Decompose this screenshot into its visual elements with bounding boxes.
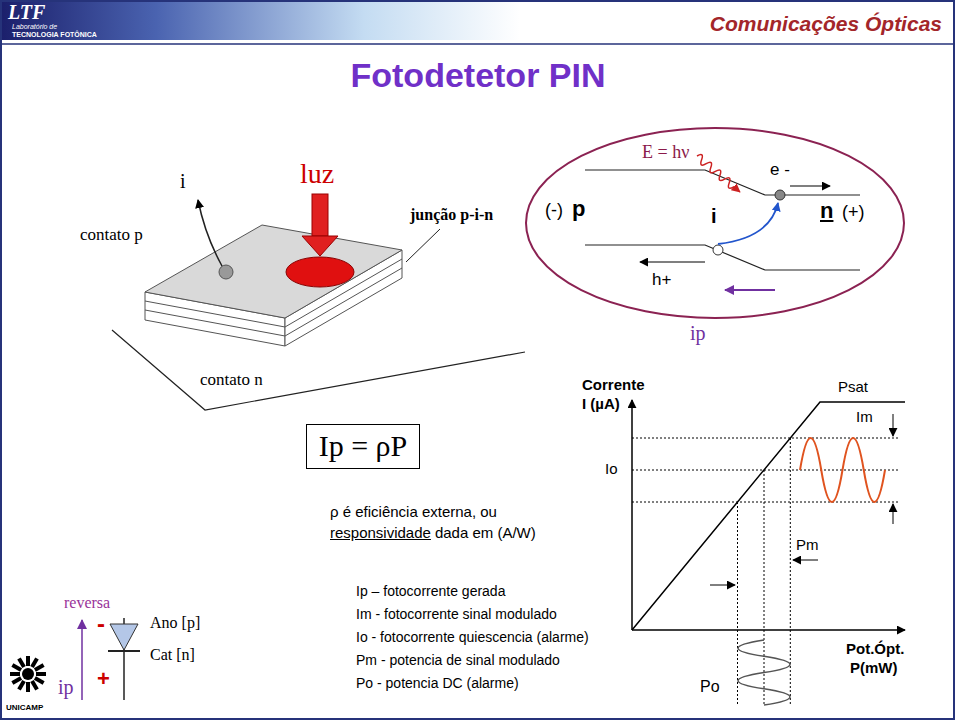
signal-label: Po: [700, 678, 720, 696]
formula-box: Ip = ρP: [306, 424, 421, 469]
current-label: ip: [58, 676, 74, 699]
bias-label: reversa: [64, 594, 110, 612]
polarity-sign: (+): [842, 202, 865, 223]
signal-label: Pm: [796, 536, 819, 553]
axis-title: Pot.Ópt.: [846, 640, 904, 657]
hole: [713, 245, 723, 255]
note-text: ρ é eficiência externa, ou: [330, 503, 497, 520]
diode-bar: [108, 650, 140, 652]
current-label: i: [180, 170, 186, 193]
span-arrow: [793, 560, 818, 561]
header-subject: Comunicações Ópticas: [710, 12, 942, 36]
axis-unit: I (µA): [582, 395, 620, 412]
leader-line: [406, 229, 440, 262]
conduction-band: [585, 170, 860, 195]
header-rule: [0, 43, 955, 45]
excitation-arrow: [718, 203, 778, 244]
span-arrow: [710, 585, 735, 586]
definition-text: Po - potencia DC (alarme): [356, 675, 519, 691]
current-label: ip: [690, 322, 706, 345]
output-signal: [800, 438, 885, 502]
note-text: responsividade: [330, 524, 431, 541]
light-arrow: [312, 194, 328, 236]
contact-wire: [198, 200, 222, 266]
dotted-guide: [632, 470, 900, 471]
valence-band: [585, 245, 860, 270]
polarity-sign: (-): [545, 200, 563, 221]
dotted-guide: [764, 470, 765, 706]
ellipse-outline: [526, 128, 904, 318]
signal-label: Im: [856, 408, 873, 425]
definition-text: Pm - potencia de sinal modulado: [356, 652, 560, 668]
definition-text: Ip – fotocorrente gerada: [356, 583, 505, 599]
definition-text: Im - fotocorrente sinal modulado: [356, 606, 557, 622]
electron-arrow: [790, 185, 830, 186]
dotted-guide: [632, 438, 900, 439]
logo-rays: [10, 656, 46, 692]
slide-title: Fotodetetor PIN: [351, 56, 606, 95]
dotted-guide: [632, 502, 900, 503]
hole-arrow: [640, 261, 705, 262]
pin-name: Cat [n]: [150, 646, 195, 664]
formula-text: Ip = ρP: [319, 429, 408, 464]
chip-top: [145, 225, 402, 318]
axis-title: Corrente: [582, 376, 645, 393]
y-axis: [631, 400, 633, 630]
dotted-guide: [737, 502, 738, 706]
carrier-label: h+: [652, 270, 671, 290]
response-curve: [632, 402, 905, 630]
polarity-sign: -: [97, 610, 105, 638]
logo-text: Laboratório de: [12, 23, 57, 31]
contact-label: contato n: [200, 370, 263, 390]
curve-label: Psat: [838, 378, 868, 395]
light-arrow: [302, 236, 338, 256]
region-label: n: [820, 198, 833, 223]
light-label: luz: [300, 158, 334, 190]
current-arrow: [725, 289, 775, 291]
logo-core: [22, 668, 34, 680]
photon-energy: E = hν: [642, 142, 689, 163]
photon-wave: [694, 153, 742, 195]
definition-text: Io - fotocorrente quiescencia (alarme): [356, 629, 589, 645]
pin-name: Ano [p]: [150, 614, 200, 632]
diode-symbol: [110, 624, 138, 650]
signal-label: Io: [605, 460, 618, 477]
region-label: i: [711, 205, 717, 228]
axis-unit: P(mW): [850, 659, 898, 676]
carrier-label: e -: [770, 160, 790, 180]
region-label: p: [572, 196, 585, 221]
logo-text: TECNOLOGIA FOTÔNICA: [12, 31, 97, 39]
junction-label: junção p-i-n: [410, 206, 493, 224]
university-logo: [10, 656, 46, 692]
header-bar: [0, 0, 520, 40]
current-arrow: [81, 620, 83, 700]
band-diagram-ellipse: E = hν e - (-) p i n (+) h+: [524, 126, 906, 320]
span-arrow: [893, 414, 894, 436]
electron: [775, 190, 785, 200]
input-signal: [738, 640, 790, 705]
substrate-plane: [112, 330, 525, 410]
note-text: dada em (A/W): [435, 524, 536, 541]
span-arrow: [893, 504, 894, 524]
x-axis: [632, 629, 905, 631]
light-spot: [286, 257, 354, 287]
p-contact-dot: [219, 265, 233, 279]
polarity-sign: +: [97, 666, 110, 691]
logo-text: UNICAMP: [6, 703, 43, 712]
logo-text: LTF: [8, 1, 45, 24]
contact-label: contato p: [80, 225, 143, 245]
